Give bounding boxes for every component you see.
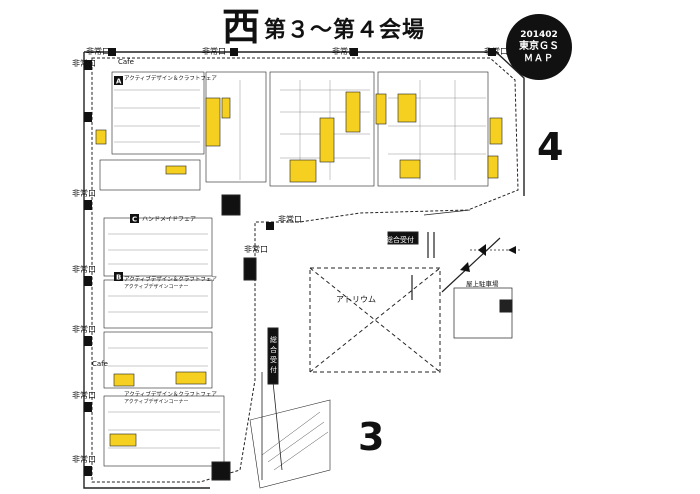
booth-block-c1 xyxy=(103,217,213,277)
zone-b-label: B xyxy=(116,274,121,282)
exit-label-left-4: 非常口 xyxy=(72,324,96,334)
hall-outline xyxy=(91,57,519,483)
handmade-fair-label: ハンドメイドフェア xyxy=(142,216,196,223)
general-reception-bar-top xyxy=(387,231,419,245)
exit-label-middle: 非常口 xyxy=(278,214,302,224)
hall-4-number: 4 xyxy=(537,125,564,169)
rooftop-parking-label: 屋上駐車場 xyxy=(466,279,499,288)
booth-block-a4 xyxy=(377,71,489,187)
badge-date: 201402 xyxy=(520,30,558,40)
atrium-outline xyxy=(309,267,441,373)
atrium-label: アトリウム xyxy=(336,295,376,304)
cafe-label-top: Cafe xyxy=(118,58,134,66)
general-reception-label: 総合受付 xyxy=(386,235,414,244)
booth-block-a5 xyxy=(99,159,201,191)
zone-a-label: A xyxy=(116,78,122,86)
parking-building xyxy=(453,287,513,339)
active-design-craft-label-1: アクティブデザイン＆クラフトフェア xyxy=(124,275,217,283)
exit-label-left-2: 非常口 xyxy=(72,188,96,198)
exit-label-top-1: 非常口 xyxy=(202,46,226,56)
exit-label-top-right: 非常口 xyxy=(484,46,508,56)
west-hall-char: 西 xyxy=(222,4,261,49)
booth-block-a3 xyxy=(269,71,375,187)
active-design-craft-label-2: アクティブデザイン＆クラフトフェア xyxy=(124,390,217,398)
active-design-craft-label-3: アクティブデザイン＆クラフトフェア xyxy=(124,74,217,82)
exit-label-top-left: 非常口 xyxy=(86,46,110,56)
exit-label-left-1: 非常口 xyxy=(72,58,96,68)
badge-event: 東京ＧＳ xyxy=(519,41,559,52)
reception-vertical-3: 受 xyxy=(270,355,277,364)
booth-block-a6 xyxy=(103,395,225,467)
reception-vertical-1: 総 xyxy=(270,335,277,344)
active-design-corner-label-2: アクティブデザインコーナー xyxy=(124,398,188,405)
map-title: 西 第３〜第４会場 xyxy=(222,6,425,46)
booth-block-b2 xyxy=(103,331,213,389)
booth-block-a1 xyxy=(111,71,205,155)
reception-vertical-4: 付 xyxy=(270,365,277,374)
general-reception-bar-left xyxy=(267,327,279,385)
hall-numbers-title: 第３〜第４会場 xyxy=(264,18,426,43)
highlighted-booths xyxy=(95,91,503,447)
zone-c-label: C xyxy=(132,216,137,224)
exit-markers xyxy=(84,48,496,476)
exit-label-middle-2: 非常口 xyxy=(244,244,268,254)
cafe-label-left: Cafe xyxy=(92,360,108,368)
active-design-corner-label-1: アクティブデザインコーナー xyxy=(124,283,188,290)
exit-label-left-6: 非常口 xyxy=(72,454,96,464)
exit-label-left-5: 非常口 xyxy=(72,390,96,400)
exit-label-left-3: 非常口 xyxy=(72,264,96,274)
exit-label-top-2: 非常口 xyxy=(332,46,356,56)
badge-map: ＭＡＰ xyxy=(523,54,554,64)
reception-vertical-2: 合 xyxy=(270,345,277,354)
booth-block-b1 xyxy=(103,279,213,329)
hall-3-number: 3 xyxy=(358,415,385,459)
edition-badge: 201402 東京ＧＳ ＭＡＰ xyxy=(506,14,572,80)
